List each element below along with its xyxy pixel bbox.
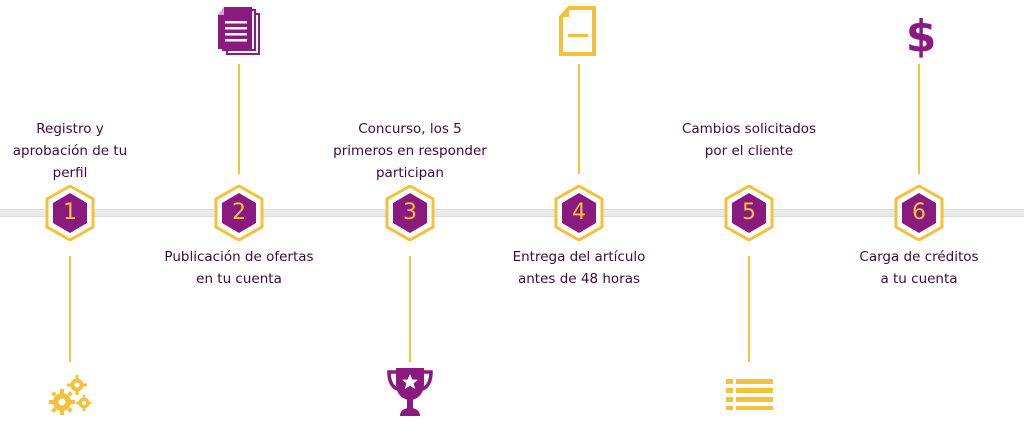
step-badge-6: 6 [894,185,944,241]
hexagon-icon [724,185,774,241]
trophy-icon [386,364,434,420]
step-number-5: 5 [742,200,756,225]
gears-icon [48,374,92,416]
connector-3 [409,256,411,362]
step-badge-2: 2 [214,185,264,241]
list-icon [726,378,774,410]
step-label-1: Registro y aprobación de tu perfil [12,121,128,181]
timeline-track [0,209,1024,217]
step-number-1: 1 [63,200,77,225]
step-badge-4: 4 [554,185,604,241]
hexagon-icon [45,185,95,241]
step-badge-3: 3 [385,185,435,241]
step-number-4: 4 [572,200,586,225]
step-label-4: Entrega del artículo antes de 48 horas [512,249,646,287]
hexagon-icon [894,185,944,241]
step-label-3: Concurso, los 5 primeros en responder pa… [333,121,487,181]
step-label-2: Publicación de ofertas en tu cuenta [164,249,314,287]
documents-icon [216,5,262,57]
dollar-icon: $ [898,12,944,64]
connector-1 [69,256,71,362]
hexagon-icon [214,185,264,241]
step-number-2: 2 [232,200,246,225]
hexagon-icon [554,185,604,241]
step-badge-5: 5 [724,185,774,241]
step-label-5: Cambios solicitados por el cliente [681,121,817,159]
step-number-3: 3 [403,200,417,225]
connector-2 [238,64,240,174]
hexagon-icon [385,185,435,241]
step-label-6: Carga de créditos a tu cuenta [859,249,979,287]
connector-5 [748,256,750,362]
connector-4 [578,64,580,174]
connector-6 [918,64,920,174]
step-badge-1: 1 [45,185,95,241]
dollar-glyph: $ [905,11,937,62]
step-number-6: 6 [912,200,926,225]
document-icon [558,5,598,57]
